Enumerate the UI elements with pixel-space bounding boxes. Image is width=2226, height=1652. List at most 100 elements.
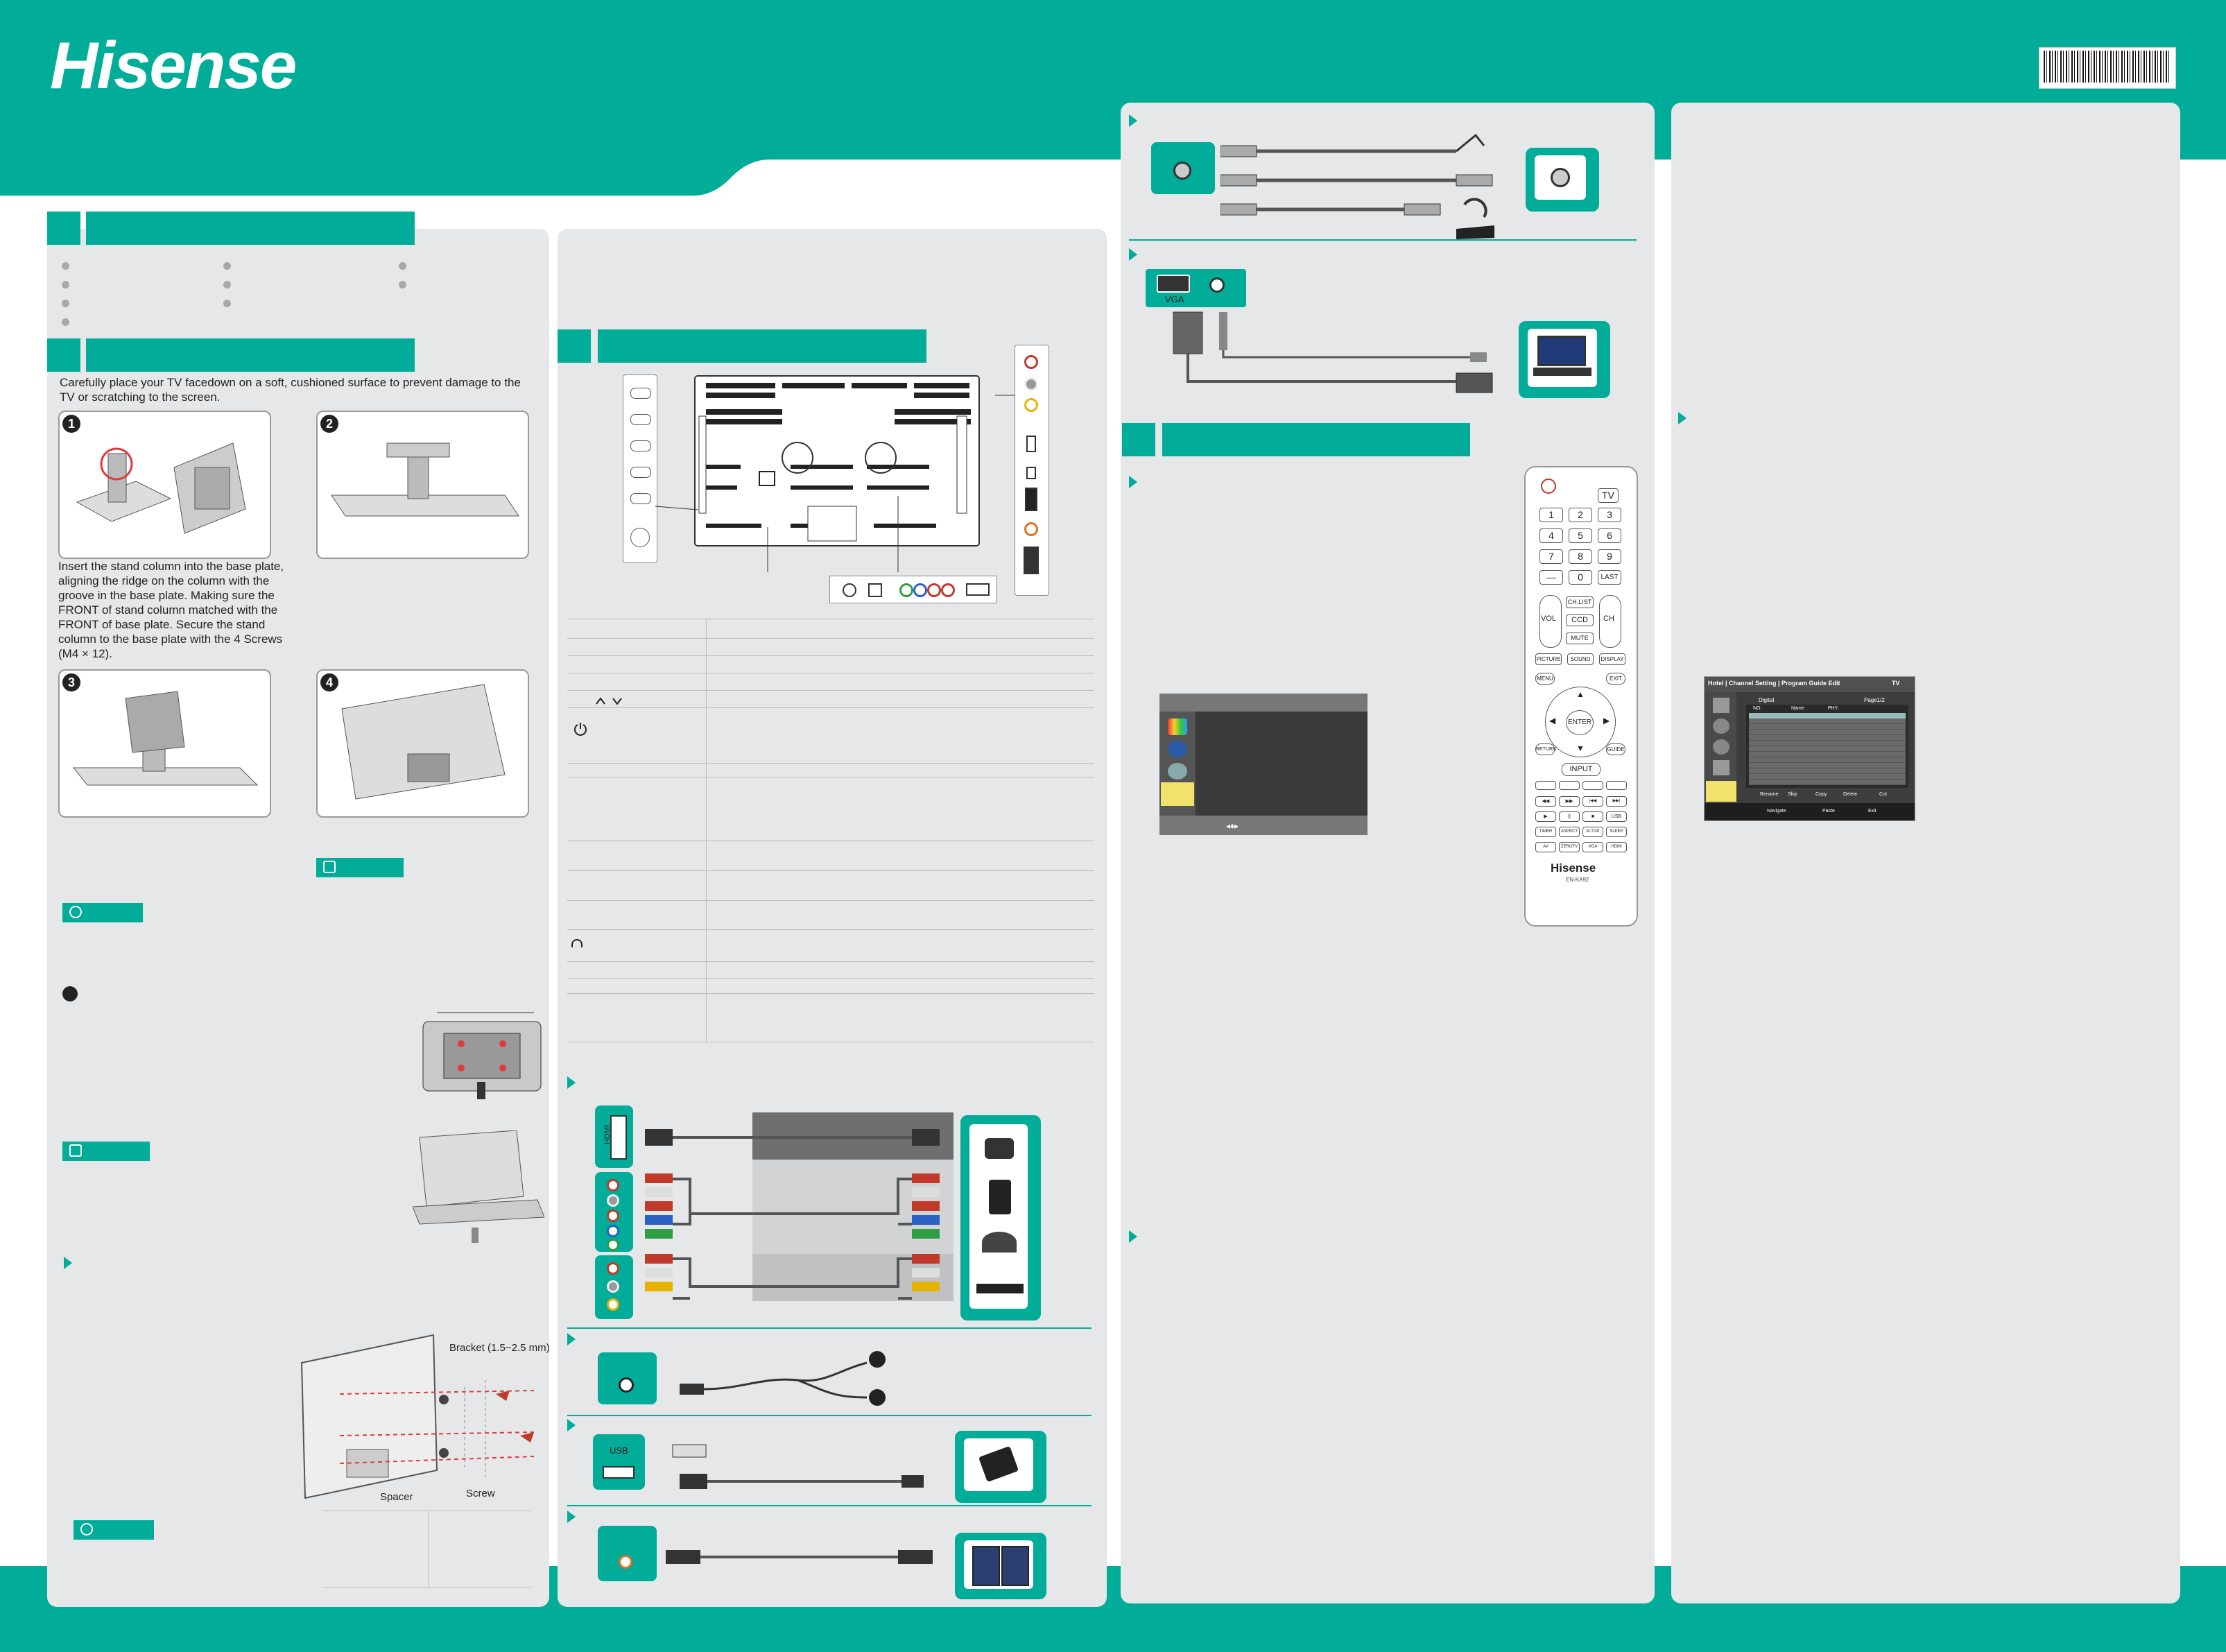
input-button[interactable]: INPUT [1562, 763, 1601, 776]
dpad-left-icon[interactable]: ◀ [1549, 716, 1556, 725]
screw-label: Screw [466, 1488, 495, 1499]
ch-list-button[interactable]: CH.LIST [1566, 596, 1594, 608]
picture-button[interactable]: PICTURE [1535, 653, 1562, 665]
hotel-sidebar-icon[interactable] [1713, 760, 1729, 775]
rewind-button[interactable]: ◀◀ [1535, 796, 1556, 807]
copy-key: Copy [1815, 792, 1827, 797]
sound-menu-icon[interactable] [1168, 741, 1187, 757]
vga-button[interactable]: VGA [1582, 842, 1603, 852]
next-button[interactable]: ▶▶| [1606, 796, 1627, 807]
display-button[interactable]: DISPLAY [1599, 653, 1625, 665]
hdmi-port-box: HDMI [595, 1105, 633, 1168]
enter-button[interactable]: ENTER [1566, 710, 1594, 735]
sound-button[interactable]: SOUND [1567, 653, 1594, 665]
digit-0-button[interactable]: 0 [1569, 570, 1592, 585]
red-button[interactable] [1535, 781, 1556, 790]
digital-audio-port-box [598, 1526, 657, 1581]
col-name: Name [1791, 706, 1804, 711]
digit-8-button[interactable]: 8 [1569, 549, 1592, 564]
guide-button[interactable]: GUIDE [1606, 743, 1625, 755]
divider [567, 1327, 1092, 1329]
power-button[interactable] [1541, 479, 1556, 494]
yellow-button[interactable] [1582, 781, 1603, 790]
play-button[interactable]: ▶ [1535, 811, 1556, 822]
headphone-port-box [598, 1352, 657, 1404]
table-rule [567, 929, 1094, 930]
usb-button[interactable]: USB [1606, 811, 1627, 822]
aspect-button[interactable]: ASPECT [1559, 827, 1580, 837]
section-1-number [47, 212, 80, 245]
hotel-sidebar-icon[interactable] [1713, 698, 1729, 713]
table-rule [323, 1587, 531, 1588]
rename-key: Rename [1760, 792, 1779, 797]
stop-button[interactable]: ■ [1582, 811, 1603, 822]
av-button[interactable]: AV [1535, 842, 1556, 852]
digit-9-button[interactable]: 9 [1598, 549, 1621, 564]
table-rule [567, 690, 1094, 691]
mtop-button[interactable]: M.TOP [1582, 827, 1603, 837]
step-1-illustration [58, 411, 271, 559]
blue-button[interactable] [1606, 781, 1627, 790]
dpad-up-icon[interactable]: ▲ [1576, 689, 1585, 699]
callout-lines [655, 395, 1016, 572]
digit-1-button[interactable]: 1 [1539, 508, 1563, 522]
vga-label: VGA [1165, 294, 1184, 304]
tools-menu-icon[interactable] [1161, 782, 1194, 806]
digit-2-button[interactable]: 2 [1569, 508, 1592, 522]
caution-badge [62, 903, 143, 922]
sleep-button[interactable]: SLEEP [1606, 827, 1627, 837]
digit-5-button[interactable]: 5 [1569, 528, 1592, 543]
digit-7-button[interactable]: 7 [1539, 549, 1563, 564]
digit-3-button[interactable]: 3 [1598, 508, 1621, 522]
table-rule [567, 961, 1094, 962]
hotel-sidebar-icon[interactable] [1713, 739, 1729, 755]
last-button[interactable]: LAST [1598, 570, 1621, 585]
onscreen-menu: ◂♦▸ [1159, 694, 1367, 835]
digit-4-button[interactable]: 4 [1539, 528, 1563, 543]
channel-rocker[interactable] [1599, 595, 1621, 648]
headphone-icon [571, 939, 583, 947]
subsection-arrow [567, 1511, 576, 1523]
usb-cable [672, 1444, 924, 1489]
picture-menu-icon[interactable] [1168, 719, 1187, 735]
vga-cables [1173, 311, 1493, 393]
forward-button[interactable]: ▶▶ [1559, 796, 1580, 807]
timer-button[interactable]: TIMER [1535, 827, 1556, 837]
remote-control: TV 1 2 3 4 5 6 7 8 9 — 0 LAST VOL CH CH.… [1524, 466, 1638, 927]
remote-model: EN-KA92 [1566, 877, 1589, 883]
step-4-number: 4 [320, 673, 338, 691]
vol-label: VOL [1541, 614, 1557, 623]
skip-key: Skip [1788, 792, 1797, 797]
step-4-illustration [316, 669, 529, 818]
hotel-sidebar-icon[interactable] [1706, 781, 1736, 802]
dpad-down-icon[interactable]: ▼ [1576, 743, 1585, 753]
setup-menu-icon[interactable] [1168, 763, 1187, 780]
tv-button[interactable]: TV [1598, 488, 1619, 503]
green-button[interactable] [1559, 781, 1580, 790]
exit-button[interactable]: EXIT [1606, 673, 1625, 685]
cut-key: Cut [1879, 792, 1887, 797]
menu-button[interactable]: MENU [1535, 673, 1555, 685]
pause-button[interactable]: || [1559, 811, 1580, 822]
section-4-title-bar [1162, 423, 1470, 456]
return-button[interactable]: RETURN [1535, 743, 1556, 755]
tv-rear-diagram [694, 375, 980, 547]
laptop-box [1519, 321, 1610, 398]
hotel-sidebar-icon[interactable] [1713, 719, 1729, 734]
headphone-cable [680, 1351, 886, 1406]
hdmi-button[interactable]: HDMI [1606, 842, 1627, 852]
channel-list[interactable] [1749, 713, 1906, 785]
table-rule [567, 870, 1094, 871]
divider [1129, 239, 1637, 241]
dash-button[interactable]: — [1539, 570, 1563, 585]
dpad-right-icon[interactable]: ▶ [1603, 716, 1610, 725]
prev-button[interactable]: |◀◀ [1582, 796, 1603, 807]
bullet [223, 281, 231, 289]
bracket-label: Bracket (1.5~2.5 mm) [449, 1342, 550, 1354]
mute-button[interactable]: MUTE [1566, 633, 1594, 644]
dpad[interactable] [1545, 687, 1616, 757]
ccd-button[interactable]: CCD [1566, 614, 1594, 626]
zerotv-button[interactable]: ZEROTV [1559, 842, 1580, 852]
digit-6-button[interactable]: 6 [1598, 528, 1621, 543]
volume-rocker[interactable] [1539, 595, 1562, 648]
